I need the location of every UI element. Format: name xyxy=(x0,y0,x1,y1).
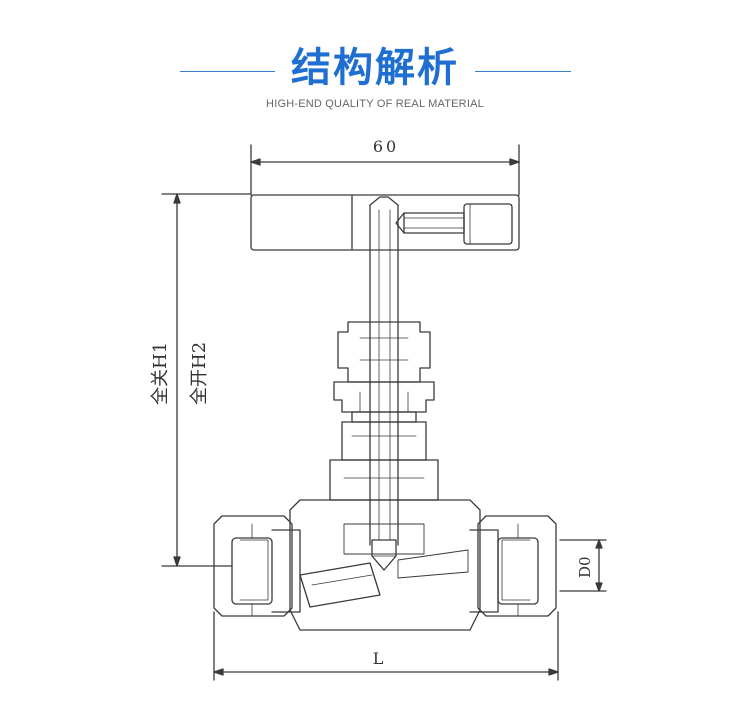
dimension-port: D0 xyxy=(559,539,607,592)
valve-handle xyxy=(250,194,520,251)
dimension-top: 60 xyxy=(250,137,520,196)
dim-width-label: 60 xyxy=(373,137,399,156)
left-fitting xyxy=(213,515,301,617)
right-fitting xyxy=(469,515,557,617)
dim-height-open-label: 全开H2 xyxy=(189,342,210,405)
title-rule-right xyxy=(475,71,571,72)
title-rule-left xyxy=(180,71,275,72)
valve-stem xyxy=(369,196,399,546)
section-subtitle: HIGH-END QUALITY OF REAL MATERIAL xyxy=(266,98,484,110)
valve-bonnet xyxy=(329,321,439,501)
valve-body xyxy=(289,499,481,631)
dim-port-label: D0 xyxy=(576,556,594,578)
dim-length-label: L xyxy=(373,649,384,668)
dimension-height: 全关H1 全开H2 xyxy=(150,193,251,567)
section-title: 结构解析 xyxy=(291,45,459,91)
dim-height-closed-label: 全关H1 xyxy=(150,342,171,405)
section-header: 结构解析 HIGH-END QUALITY OF REAL MATERIAL xyxy=(0,0,750,125)
dimension-bottom: L xyxy=(213,611,559,681)
